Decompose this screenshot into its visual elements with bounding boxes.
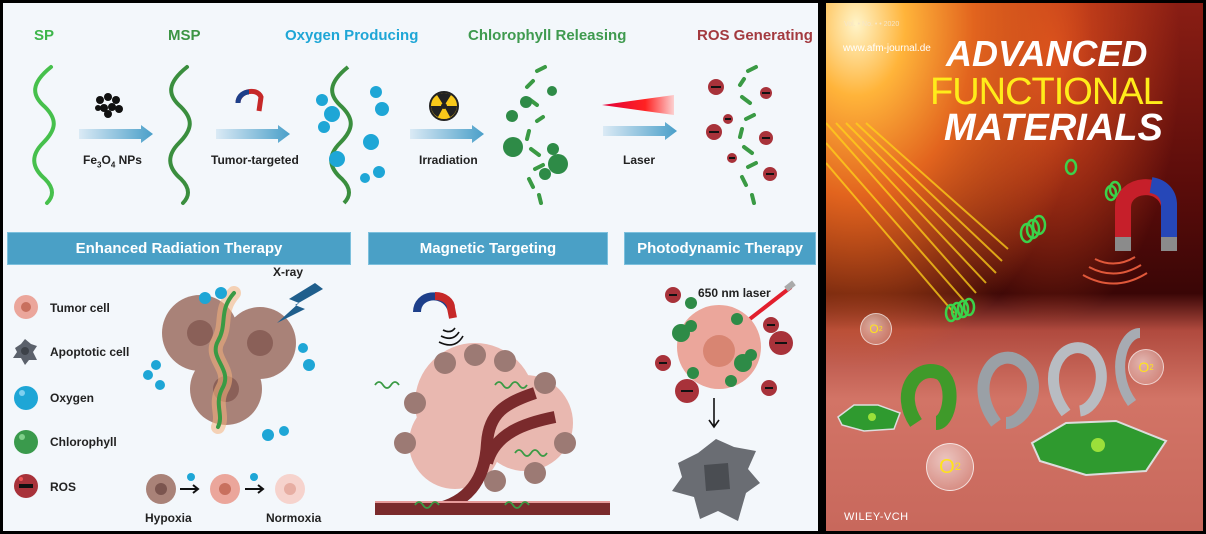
- cover-light-beams: [826, 122, 1009, 314]
- magnetic-targeting-magnet-icon: [413, 292, 464, 346]
- step-label-tumor-targeted: Tumor-targeted: [211, 153, 299, 167]
- arrow-laser-icon: [603, 122, 677, 140]
- pdt-tumor-cell-illustration: [655, 280, 796, 403]
- o2-label: O: [1138, 359, 1150, 375]
- legend-label-chlorophyll: Chlorophyll: [50, 435, 117, 449]
- pdt-arrow-down-icon: [708, 398, 720, 429]
- legend-label-apoptotic-cell: Apoptotic cell: [50, 345, 130, 359]
- stage-title-oxygen-producing: Oxygen Producing: [285, 27, 419, 44]
- section-bar-enhanced-radiation-therapy: Enhanced Radiation Therapy: [7, 232, 351, 265]
- ros-generating-illustration: [706, 65, 777, 205]
- o2-sub: 2: [954, 461, 961, 473]
- arrow-fe3o4-icon: [79, 125, 153, 143]
- cover-title-line3: MATERIALS: [944, 107, 1163, 149]
- hypoxia-label: Hypoxia: [145, 511, 192, 525]
- oxygen-producing-illustration: [316, 65, 389, 205]
- cover-magnet-icon: [1082, 177, 1177, 285]
- chlorophyll-releasing-illustration: [503, 65, 568, 205]
- legend-oxygen-icon: [14, 386, 38, 410]
- stage-title-msp: MSP: [168, 27, 201, 44]
- legend-label-tumor-cell: Tumor cell: [50, 301, 110, 315]
- fe3o4-nanoparticles-icon: [95, 93, 123, 118]
- o2-sub: 2: [1149, 362, 1154, 372]
- cover-title-line1: ADVANCED: [946, 33, 1148, 74]
- cover-green-coils: [944, 158, 1122, 323]
- legend-ros-icon: [14, 474, 38, 498]
- section-bar-photodynamic-therapy: Photodynamic Therapy: [624, 232, 816, 265]
- legend-label-oxygen: Oxygen: [50, 391, 95, 405]
- step-label-irradiation: Irradiation: [419, 153, 478, 167]
- cover-url: www.afm-journal.de: [843, 43, 931, 54]
- legend-chlorophyll-icon: [14, 430, 38, 454]
- step-label-laser: Laser: [623, 153, 656, 167]
- tumor-vasculature-illustration: [374, 343, 610, 515]
- sp-spiral-icon: [32, 65, 56, 205]
- legend-apoptotic-cell-icon: [13, 339, 37, 365]
- tumor-cluster-illustration: [143, 286, 315, 441]
- cover-chlorophyll-molecule: [837, 404, 901, 432]
- arrow-irradiation-icon: [410, 125, 484, 143]
- journal-cover: Vol. • No. • • 2020 www.afm-journal.de A…: [826, 3, 1203, 531]
- stage-title-chlorophyll-releasing: Chlorophyll Releasing: [468, 27, 627, 44]
- laser-beam-icon: [602, 95, 674, 115]
- cover-title-line2: FUNCTIONAL: [930, 71, 1164, 113]
- laser-650nm-label: 650 nm laser: [698, 286, 771, 300]
- arrow-tumor-targeted-icon: [216, 125, 290, 143]
- stage-title-sp: SP: [34, 27, 55, 44]
- pdt-apoptotic-cell-illustration: [672, 439, 760, 521]
- radiation-icon: [429, 91, 459, 121]
- o2-label: O: [869, 322, 879, 336]
- legend-tumor-cell-icon: [14, 295, 38, 319]
- cover-publisher: WILEY-VCH: [844, 511, 909, 523]
- xray-label: X-ray: [273, 265, 304, 279]
- scheme-panel: SP MSP Oxygen Producing Chlorophyll Rele…: [3, 3, 818, 531]
- cover-issue-line: Vol. • No. • • 2020: [844, 21, 900, 28]
- xray-lightning-icon: [277, 283, 323, 323]
- hypoxia-to-normoxia-illustration: [146, 473, 305, 504]
- stage-title-ros-generating: ROS Generating: [697, 27, 813, 44]
- o2-label: O: [939, 455, 955, 478]
- normoxia-label: Normoxia: [266, 511, 322, 525]
- cover-chlorophyll-molecule-large: [1030, 419, 1168, 477]
- cover-main-spiral: [900, 328, 1142, 430]
- legend-label-ros: ROS: [50, 480, 77, 494]
- step-label-fe3o4: Fe3O4 NPs: [83, 153, 142, 170]
- magnet-icon: [235, 88, 264, 112]
- msp-spiral-icon: [168, 65, 192, 205]
- o2-sub: 2: [878, 325, 883, 333]
- section-bar-magnetic-targeting: Magnetic Targeting: [368, 232, 608, 265]
